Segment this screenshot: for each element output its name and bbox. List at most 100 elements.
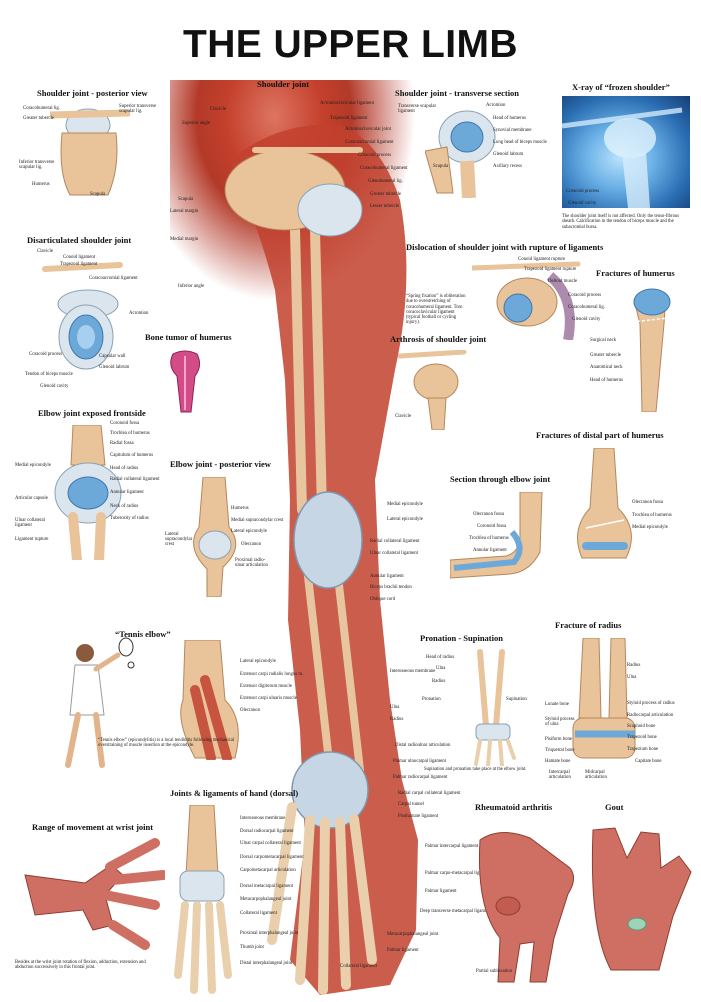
shoulder-label: Lesser tubercle [370,204,400,209]
tennis-player-illustration [65,637,135,768]
dislocation-section: Dislocation of shoulder joint with ruptu… [400,240,685,340]
fracture-radius-label: Trapezium bone [627,747,659,752]
rheumatoid-section: Rheumatoid arthritis Partial subluxation [470,800,580,990]
tennis-elbow-illustration [180,640,239,760]
shoulder-joint-title: Shoulder joint [257,79,310,89]
xray-note: The shoulder joint itself is not affecte… [562,214,680,230]
main-arm-section [170,80,430,1000]
hand-dorsal-label: Thumb joint [240,945,264,950]
disarticulated-label: Conoid ligament [63,255,96,260]
transverse-label: Glenoid labrum [493,152,524,157]
main-arm-label: Carpal tunnel [398,802,424,807]
distal-humerus-section: Fractures of distal part of humerus Olec… [530,428,700,568]
arthrosis-title: Arthrosis of shoulder joint [390,334,487,344]
hand-dorsal-label: Dorsal metacarpal ligament [240,884,294,889]
fracture-radius-label: Styloid process of ulna [545,717,575,727]
dislocation-label: Conoid ligament rupture [518,257,566,262]
shoulder-label: Coracoacromial ligament [345,140,394,145]
gout-title: Gout [605,802,624,812]
main-arm-illustration [224,124,418,995]
bone-tumor-section: Bone tumor of humerus [145,330,245,415]
xray-label: Coracoid process [566,189,600,194]
transverse-label: Scapula [433,164,449,169]
elbow-post-label: Lateral epicondyle [231,529,267,534]
hand-dorsal-label: Dorsal radiocarpal ligament [240,829,294,834]
tennis-elbow-label: Lateral epicondyle [240,659,276,664]
fracture-radius-label: Pisiform bone [545,737,573,742]
elbow-post-title: Elbow joint - posterior view [170,459,271,469]
elbow-front-illustration [54,425,122,560]
elbow-front-label: Ligament rupture [15,537,49,542]
transverse-label: Axillary recess [493,164,522,169]
fracture-radius-label: Midcarpal articulation [585,770,607,780]
shoulder-posterior-label: Inferior transverse scapular lig. [19,160,55,170]
hand-dorsal-label: Proximal interphalangeal joint [240,931,299,936]
dislocation-label: Deltoid muscle [548,279,578,284]
elbow-post-label: Proximal radio-ulnar articulation [235,558,268,568]
tennis-elbow-label: Extensor carpi radialis longus m. [240,672,304,677]
rheumatoid-label: Partial subluxation [476,969,513,974]
shoulder-posterior-label: Coracohumeral lig. [23,106,61,111]
fracture-radius-label: Scaphoid bone [627,724,656,729]
fractures-humerus-title: Fractures of humerus [596,268,675,278]
main-arm-label: Radius [390,717,404,722]
arthrosis-section: Arthrosis of shoulder joint Clavicle [388,332,523,432]
hand-dorsal-section: Joints & ligaments of hand (dorsal) Inte… [165,785,315,1000]
disarticulated-illustration [42,262,123,370]
arthrosis-label: Clavicle [395,414,411,419]
dislocation-label: Trapezoid ligament rupture [524,267,577,272]
main-arm-label: Pisohamate ligament [398,814,439,819]
section-elbow-title: Section through elbow joint [450,474,551,484]
hand-dorsal-label: Ulnar carpal collateral ligament [240,841,301,846]
disarticulated-label: Capsular wall [99,354,126,359]
fracture-radius-label: Hamate bone [545,759,571,764]
main-arm-label: Palmar ulnocarpal ligament [393,759,447,764]
main-arm-label: Ulnar collateral ligament [370,551,418,556]
shoulder-posterior-label: Superior transverse scapular lig. [119,104,157,114]
main-arm-label: Medial epicondyle [387,502,423,507]
elbow-front-label: Coronoid fossa [110,421,140,426]
shoulder-label: Glenohumeral lig. [368,179,403,184]
elbow-post-label: Lateral supracondylar crest [165,532,193,547]
elbow-front-label: Radial collateral ligament [110,477,160,482]
main-arm-label: Palmar ligament [387,948,419,953]
pronation-note: Supination and pronation take place at t… [424,767,527,772]
bone-tumor-illustration [170,350,201,413]
transverse-section: Shoulder joint - transverse section Tran… [390,85,555,205]
disarticulated-label: Glenoid cavity [40,384,69,389]
main-arm-label: Annular ligament [370,574,404,579]
section-elbow-illustration [450,492,543,579]
hand-dorsal-label: Carpometacarpal articulation [240,868,296,873]
disarticulated-label: Acromion [129,311,149,316]
gout-hand-illustration [591,827,692,971]
poster-title: THE UPPER LIMB [183,23,518,66]
elbow-front-section: Elbow joint exposed frontside Coronoid f… [15,405,165,565]
fracture-radius-label: Triquetral bone [545,748,575,753]
fracture-radius-section: Fracture of radius Radius Ulna Lunate bo… [545,618,697,788]
dislocation-label: Coracoid process [568,293,602,298]
main-arm-label: Deep transverse metacarpal ligament [420,909,491,914]
tennis-elbow-label: Extensor digitorum muscle [240,684,292,689]
bone-tumor-title: Bone tumor of humerus [145,332,232,342]
shoulder-label: Medial margin [170,237,199,242]
main-arm-label: Palmar carpo-metacarpal ligament [425,871,492,876]
fractures-humerus-label: Head of humerus [590,378,624,383]
main-arm-label: Biceps brachii tendon [370,585,412,590]
section-elbow-label: Trochlea of humerus [469,536,509,541]
arthrosis-illustration [398,350,467,430]
pronation-label: Pronation [422,697,441,702]
transverse-label: Long head of biceps muscle [493,140,547,145]
pronation-label: Head of radius [426,655,455,660]
main-arm-label: Distal radioulnar articulation [395,743,451,748]
fracture-radius-label: Trapezoid bone [627,735,657,740]
shoulder-label: Acromioclavicular ligament [320,101,374,106]
tennis-elbow-label: Extensor carpi ulnaris muscle [240,696,297,701]
shoulder-label: Acromioclavicular joint [345,127,391,132]
hand-dorsal-label: Collateral ligament [240,911,277,916]
shoulder-label: Clavicle [210,107,226,112]
hand-dorsal-label: Metacarpophalangeal joint [240,897,292,902]
dislocation-label: Glenoid cavity [572,317,601,322]
elbow-post-illustration [193,477,237,597]
shoulder-posterior-section: Shoulder joint - posterior view Coracohu… [15,85,165,205]
